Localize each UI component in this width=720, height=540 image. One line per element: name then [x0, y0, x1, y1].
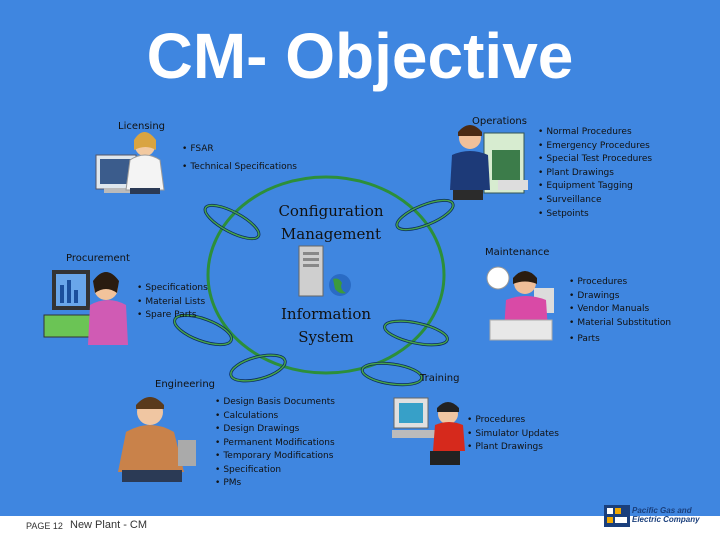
- pge-logo-icon: [604, 505, 630, 527]
- center-top-line1: Configuration: [278, 202, 384, 220]
- list-item: Specifications: [137, 282, 207, 296]
- list-item: Specification: [215, 464, 335, 478]
- swirl-arrow-icon: [360, 361, 424, 387]
- list-item: Calculations: [215, 410, 335, 424]
- footer-bar: [0, 516, 720, 540]
- list-item: Special Test Procedures: [538, 153, 652, 167]
- maintenance-label: Maintenance: [485, 247, 550, 258]
- logo-line2: Electric Company: [632, 515, 700, 524]
- list-item: Temporary Modifications: [215, 450, 335, 464]
- maintenance-list-extra: Parts: [569, 333, 599, 347]
- list-item: Permanent Modifications: [215, 437, 335, 451]
- person-at-computer-icon: [392, 397, 465, 465]
- list-item: Spare Parts: [137, 309, 208, 323]
- person-at-computer-icon: [118, 397, 196, 482]
- licensing-list: FSAR: [182, 143, 213, 157]
- list-item: Drawings: [569, 290, 671, 304]
- server-globe-icon: [298, 245, 351, 297]
- list-item: Surveillance: [538, 194, 652, 208]
- engineering-label: Engineering: [155, 379, 215, 390]
- list-item: Plant Drawings: [538, 167, 652, 181]
- training-list: Procedures Simulator Updates Plant Drawi…: [467, 414, 559, 455]
- engineering-list: Design Basis Documents Calculations Desi…: [215, 396, 335, 491]
- list-item: Emergency Procedures: [538, 140, 652, 154]
- page-number: PAGE 12: [26, 521, 63, 531]
- operations-list: Normal Procedures Emergency Procedures S…: [538, 126, 652, 207]
- slide-title: CM- Objective: [146, 20, 574, 92]
- list-item: Setpoints: [538, 208, 588, 222]
- logo-line1: Pacific Gas and: [632, 506, 692, 515]
- list-item: Procedures: [569, 276, 671, 290]
- person-at-computer-icon: [43, 270, 128, 345]
- center-bottom-line2: System: [298, 328, 354, 346]
- list-item: FSAR: [182, 143, 213, 157]
- center-ring: [206, 175, 446, 375]
- company-logo-text: Pacific Gas and Electric Company: [632, 506, 702, 524]
- configuration-management-label: Configuration Management: [271, 200, 391, 246]
- person-at-computer-icon: [95, 132, 165, 194]
- center-top-line2: Management: [280, 225, 382, 243]
- list-item: Design Basis Documents: [215, 396, 335, 410]
- licensing-label: Licensing: [118, 121, 166, 132]
- list-item: Parts: [569, 333, 599, 347]
- list-item: Material Substitution: [569, 317, 671, 331]
- swirl-arrow-icon: [203, 203, 261, 241]
- list-item: Vendor Manuals: [569, 303, 671, 317]
- swirl-arrow-icon: [383, 319, 449, 347]
- person-at-computer-icon: [450, 125, 528, 200]
- swirl-arrow-icon: [395, 198, 455, 232]
- list-item: Equipment Tagging: [538, 180, 652, 194]
- list-item: Material Lists: [137, 296, 208, 310]
- swirl-arrow-icon: [229, 353, 287, 383]
- list-item: Design Drawings: [215, 423, 335, 437]
- procurement-label: Procurement: [66, 253, 130, 264]
- training-label: Training: [420, 373, 460, 384]
- list-item: Technical Specifications: [182, 161, 297, 175]
- operations-label: Operations: [472, 116, 527, 127]
- list-item: Procedures: [467, 414, 559, 428]
- operations-list-extra: Setpoints: [538, 208, 588, 222]
- footer-text: New Plant - CM: [70, 519, 148, 531]
- center-bottom-line1: Information: [280, 305, 372, 323]
- list-item: PMs: [215, 477, 335, 491]
- licensing-list-2: Technical Specifications: [182, 161, 297, 175]
- list-item: Normal Procedures: [538, 126, 652, 140]
- person-at-computer-icon: [486, 266, 554, 341]
- procurement-list: Specifications Material Lists Spare Part…: [137, 282, 208, 323]
- list-item: Plant Drawings: [467, 441, 559, 455]
- list-item: Simulator Updates: [467, 428, 559, 442]
- maintenance-list: Procedures Drawings Vendor Manuals Mater…: [569, 276, 671, 330]
- information-system-label: Information System: [266, 303, 386, 349]
